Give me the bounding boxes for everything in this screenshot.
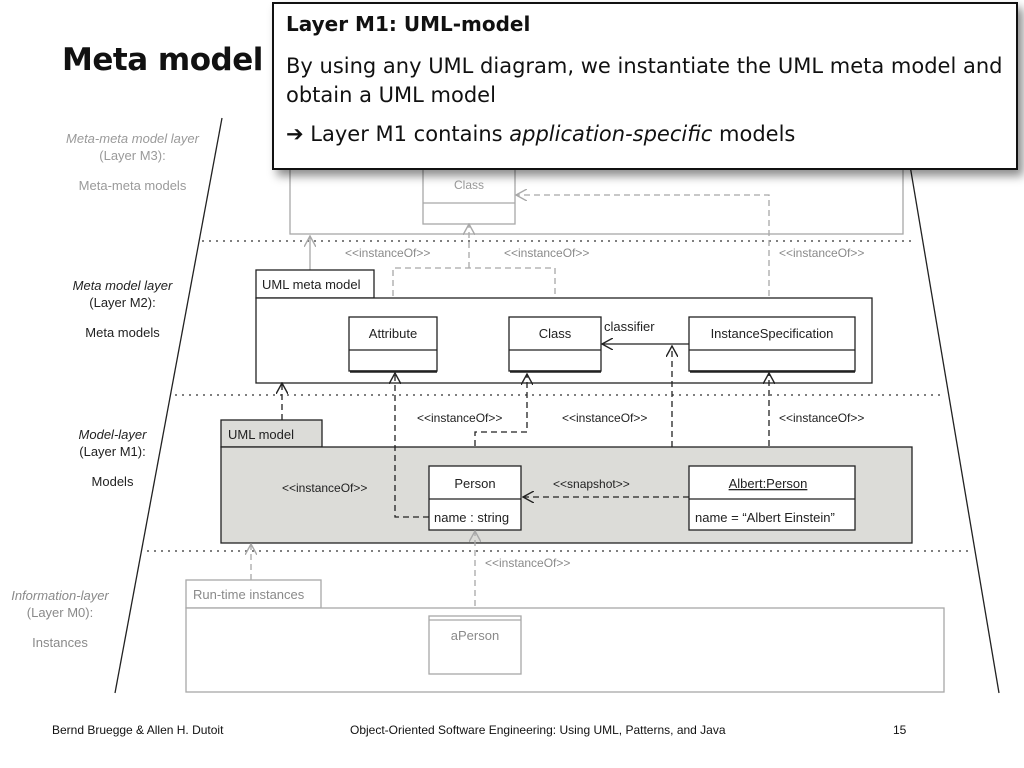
layer-m2-level: (Layer M2): [89,295,156,310]
meta-instancespec-label: InstanceSpecification [711,326,834,341]
instanceof-label-snapshot: <<instanceOf>> [562,411,647,425]
callout-box: Layer M1: UML-model By using any UML dia… [272,2,1018,170]
meta-attribute-label: Attribute [369,326,417,341]
snapshot-label: <<snapshot>> [553,477,630,491]
layer-m0-label: Information-layer (Layer M0): Instances [0,587,120,651]
layer-m1-level: (Layer M1): [79,444,146,459]
instanceof-label-aperson: <<instanceOf>> [485,556,570,570]
uml-model-tab [220,419,323,448]
aperson-object-box [428,615,522,675]
layer-m0-name: Information-layer [11,588,109,603]
albert-instance-attribute: name = “Albert Einstein” [695,510,835,525]
albert-instance-box [688,465,856,531]
callout-point-prefix: Layer M1 contains [310,122,510,146]
instanceof-label-m2-class: <<instanceOf>> [504,246,589,260]
meta-class-label: Class [539,326,572,341]
footer-page-number: 15 [893,723,907,737]
layer-m2-kind: Meta models [85,325,160,340]
runtime-instances-tab-label: Run-time instances [193,587,305,602]
layer-m1-kind: Models [91,474,134,489]
instanceof-label-person-class: <<instanceOf>> [417,411,502,425]
person-to-meta-class-arrow [474,374,527,466]
uml-meta-model-tab-label: UML meta model [262,277,361,292]
instanceof-label-m2-pkg: <<instanceOf>> [345,246,430,260]
trapezoid-left-edge [114,117,223,694]
classifier-label: classifier [604,319,655,334]
instanceof-label-albert: <<instanceOf>> [779,411,864,425]
person-class-name: Person [454,476,495,491]
m3-class-box [422,167,516,225]
callout-point: ➔ Layer M1 contains application-specific… [286,120,1004,149]
person-class-attribute: name : string [434,510,509,525]
instanceof-label-m2-instspec: <<instanceOf>> [779,246,864,260]
albert-instance-name: Albert:Person [729,476,808,491]
uml-model-tab-label: UML model [228,427,294,442]
instanceof-label-attribute: <<instanceOf>> [282,481,367,495]
slide-title: Meta model [62,42,263,78]
layer-m3-kind: Meta-meta models [78,178,187,193]
footer-authors: Bernd Bruegge & Allen H. Dutoit [52,723,224,737]
runtime-instances-tab [185,579,322,609]
meta-instancespec-box [688,316,856,372]
layer-m3-label: Meta-meta model layer (Layer M3): Meta-m… [50,130,215,194]
runtime-instances-package [185,607,945,693]
layer-m0-level: (Layer M0): [26,605,94,620]
layer-m3-level: (Layer M3): [99,148,166,163]
layer-m2-name: Meta model layer [72,278,173,293]
instancespec-to-m3-class-arrow [516,195,770,316]
layer-m2-label: Meta model layer (Layer M2): Meta models [40,277,205,341]
callout-point-emphasis: application-specific [509,122,713,146]
trapezoid-right-edge [901,117,1000,694]
layer-m3-name: Meta-meta model layer [66,131,199,146]
layer-m1-name: Model-layer [78,427,147,442]
layer-m1-label: Model-layer (Layer M1): Models [30,426,195,490]
callout-point-suffix: models [712,122,796,146]
person-attr-to-meta-attribute-arrow [395,373,429,518]
callout-body: By using any UML diagram, we instantiate… [286,54,1003,107]
footer-book-title: Object-Oriented Software Engineering: Us… [350,723,726,737]
m2-attr-class-to-m3-class-connector [392,267,556,316]
right-arrow-icon: ➔ [286,122,304,146]
m3-class-label: Class [454,178,484,192]
layer-m0-kind: Instances [32,635,88,650]
aperson-object-label: aPerson [451,628,499,643]
callout-title: Layer M1: UML-model [286,12,531,36]
